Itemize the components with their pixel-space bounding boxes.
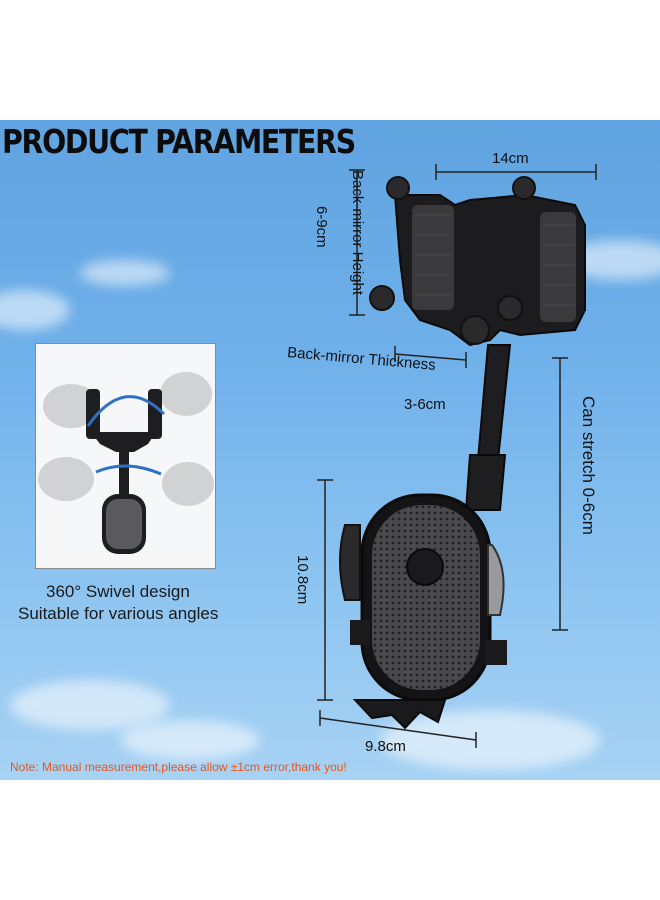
telescopic-arm — [464, 344, 512, 511]
inset-caption-line2: Suitable for various angles — [18, 604, 219, 623]
phone-holder — [339, 493, 507, 730]
swivel-inset-image — [35, 343, 216, 569]
mirror-height-value: 6-9cm — [313, 206, 330, 248]
holder-height-label: 10.8cm — [294, 555, 311, 605]
dimension-lines — [317, 164, 597, 748]
mirror-thickness-value: 3-6cm — [404, 396, 446, 413]
holder-width-label: 9.8cm — [365, 738, 406, 755]
swivel-illustration — [38, 372, 214, 554]
mirror-clip-pads — [412, 205, 576, 322]
stretch-label: Can stretch 0-6cm — [579, 396, 598, 535]
mirror-clip-width-label: 14cm — [492, 150, 529, 167]
measurement-note: Note: Manual measurement,please allow ±1… — [10, 760, 347, 774]
mirror-height-label: Back-mirror Height — [349, 170, 366, 296]
clip-knobs — [369, 176, 536, 321]
inset-caption-line1: 360° Swivel design — [46, 582, 190, 601]
page-title: PRODUCT PARAMETERS — [2, 122, 356, 161]
